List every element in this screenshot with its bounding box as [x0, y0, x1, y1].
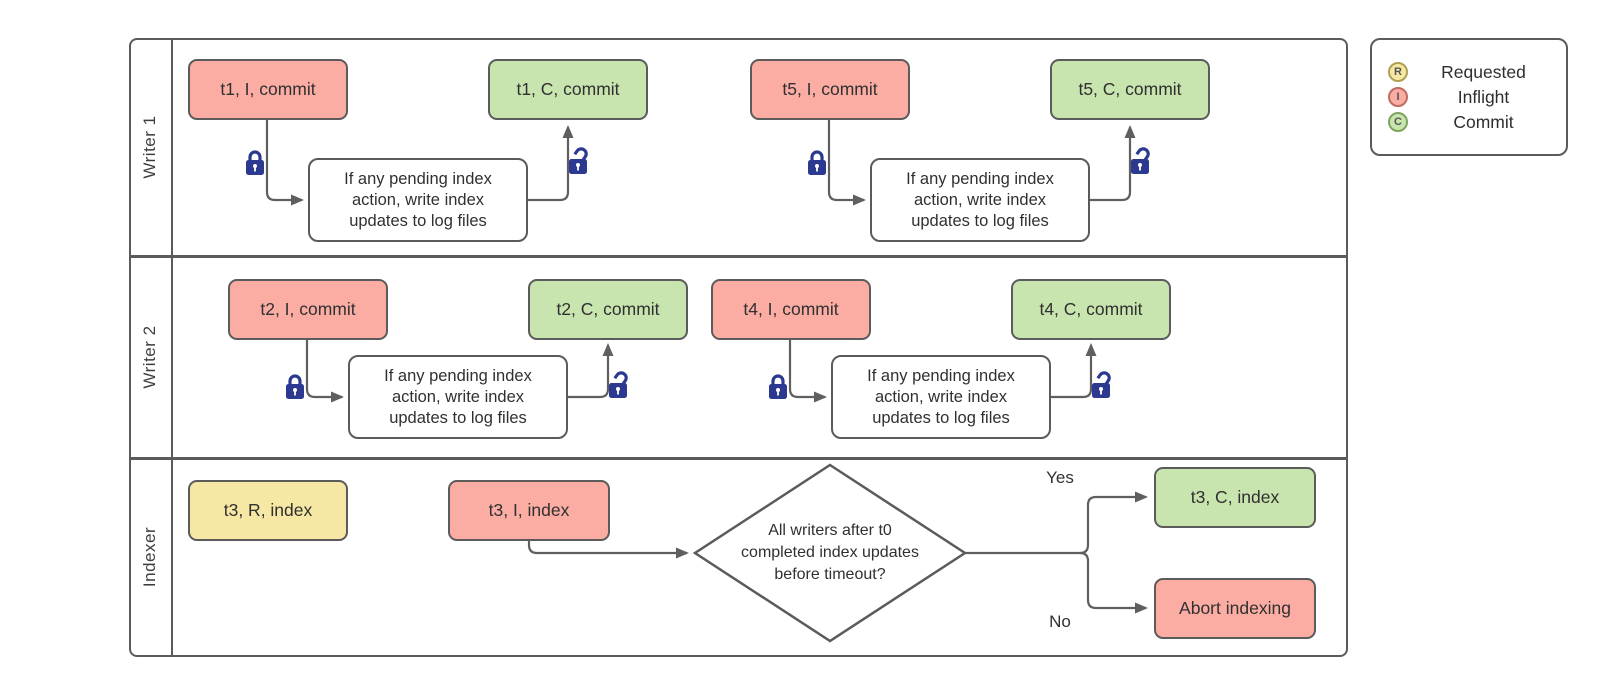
edge-process-to-t2-commit: [568, 343, 614, 399]
closed-lock-icon: [246, 150, 264, 175]
edge-process-to-t4-commit: [1051, 343, 1097, 399]
node-t5-commit: t5, C, commit: [1050, 59, 1210, 120]
node-t5-inflight: t5, I, commit: [750, 59, 910, 120]
open-lock-icon: [1092, 371, 1111, 398]
node-t3-requested: t3, R, index: [188, 480, 348, 541]
closed-lock-icon: [808, 150, 826, 175]
open-lock-icon: [569, 147, 588, 174]
node-t4-inflight: t4, I, commit: [711, 279, 871, 340]
node-t2-inflight: t2, I, commit: [228, 279, 388, 340]
process-writer2-right: If any pending index action, write index…: [831, 355, 1051, 439]
legend-label: Commit: [1453, 111, 1514, 132]
process-writer2-left: If any pending index action, write index…: [348, 355, 568, 439]
edge-t1-inflight-to-process: [265, 120, 304, 206]
node-t2-commit: t2, C, commit: [528, 279, 688, 340]
lane-label-writer2: Writer 2: [140, 325, 159, 389]
decision-question: All writers after t0 completed index upd…: [741, 522, 919, 583]
branch-label-yes: Yes: [1046, 468, 1074, 487]
inflight-swatch-icon: I: [1388, 87, 1408, 107]
lane-divider-2: [129, 457, 1348, 460]
edge-process-to-t1-commit: [528, 125, 574, 202]
process-writer1-right: If any pending index action, write index…: [870, 158, 1090, 242]
edge-decision-no: [1079, 551, 1148, 614]
closed-lock-icon: [286, 374, 304, 399]
edge-t4-inflight-to-process: [788, 340, 827, 403]
legend-item-requested: R Requested: [1388, 62, 1556, 83]
lane-label-indexer: Indexer: [140, 526, 159, 588]
closed-lock-icon: [769, 374, 787, 399]
lane-label-writer1: Writer 1: [140, 115, 159, 179]
lane-title-divider: [170, 38, 173, 657]
commit-swatch-icon: C: [1388, 112, 1408, 132]
edge-t5-inflight-to-process: [827, 120, 866, 206]
node-t3-inflight: t3, I, index: [448, 480, 610, 541]
legend-item-inflight: I Inflight: [1388, 87, 1556, 108]
lane-divider-1: [129, 255, 1348, 258]
requested-swatch-icon: R: [1388, 62, 1408, 82]
edge-t2-inflight-to-process: [305, 340, 344, 403]
legend-label: Requested: [1441, 61, 1526, 82]
node-t1-inflight: t1, I, commit: [188, 59, 348, 120]
decision-diamond: [692, 463, 968, 643]
edge-process-to-t5-commit: [1090, 125, 1136, 202]
node-abort-indexing: Abort indexing: [1154, 578, 1316, 639]
legend: R Requested I Inflight C Commit: [1370, 38, 1568, 156]
open-lock-icon: [609, 371, 628, 398]
node-t3-commit: t3, C, index: [1154, 467, 1316, 528]
node-t4-commit: t4, C, commit: [1011, 279, 1171, 340]
legend-item-commit: C Commit: [1388, 112, 1556, 133]
open-lock-icon: [1131, 147, 1150, 174]
legend-label: Inflight: [1457, 86, 1510, 107]
process-writer1-left: If any pending index action, write index…: [308, 158, 528, 242]
edge-t3-inflight-to-decision: [527, 541, 689, 559]
branch-label-no: No: [1049, 612, 1071, 631]
node-t1-commit: t1, C, commit: [488, 59, 648, 120]
swimlane-pool: [129, 38, 1348, 657]
